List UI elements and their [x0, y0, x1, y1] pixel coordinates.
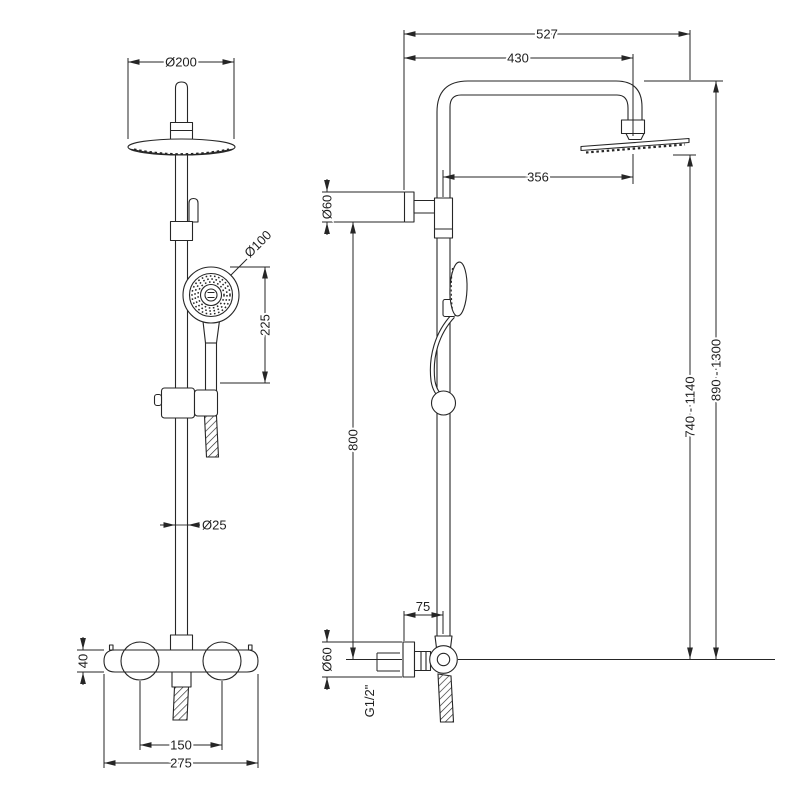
bracket-diameter-label: Ø60	[320, 195, 335, 220]
valve-body-front	[103, 649, 259, 673]
dimension-flange-diameter: Ø60	[318, 629, 402, 690]
inlet-centres-label: 150	[170, 738, 192, 753]
overall-height-range-label: 890 - 1300	[709, 339, 724, 401]
slider-knob-side	[430, 390, 457, 416]
handset-profile	[449, 261, 468, 317]
hose-outlet-side	[437, 673, 455, 723]
side-view: 527 430 356 Ø60 800 740 - 1140	[318, 25, 775, 723]
wall-bracket-side	[403, 191, 454, 239]
dimension-connection-thread: G1/2"	[360, 652, 400, 719]
rail-length-label: 800	[346, 429, 361, 451]
valve-body-height-label: 40	[76, 654, 91, 668]
dimension-rail-diameter: Ø25	[160, 516, 229, 535]
dimension-valve-body-height: 40	[74, 637, 104, 685]
clamp-screw	[153, 393, 163, 407]
handset-height-label: 225	[258, 314, 273, 336]
dimension-bracket-diameter: Ø60	[318, 179, 404, 235]
diverter-knob-front	[188, 197, 199, 223]
dimension-valve-width: 275	[103, 674, 259, 773]
rain-shower-head-front	[127, 81, 236, 156]
thread-nipple	[413, 650, 432, 672]
dimension-overall-reach: 527	[403, 25, 691, 190]
dimension-wall-to-rail: 75	[403, 597, 444, 641]
rail-union-nut	[169, 634, 194, 651]
rail-diameter-label: Ø25	[202, 518, 227, 533]
arm-reach-label: 430	[507, 51, 529, 66]
mixer-valve-front	[103, 634, 259, 721]
head-centre-offset-label: 356	[527, 170, 549, 185]
dimension-handset-height: 225	[220, 266, 275, 384]
hand-shower-front	[182, 266, 240, 392]
mixer-valve-side	[346, 635, 775, 723]
dimension-head-centre-offset: 356	[442, 168, 633, 197]
valve-control-right	[202, 641, 242, 681]
hand-shower-handle-front	[201, 316, 221, 392]
front-view: Ø200 Ø100 225 Ø25 40 150	[74, 53, 277, 773]
valve-outlet	[171, 671, 192, 688]
head-diameter-label: Ø200	[165, 55, 197, 70]
dimension-rail-length: 800	[339, 221, 404, 659]
rain-shower-head-side	[580, 137, 690, 154]
overall-reach-label: 527	[536, 27, 558, 42]
connection-thread-label: G1/2"	[362, 684, 377, 717]
hose-outlet-front	[172, 686, 190, 721]
dimension-inlet-centres: 150	[139, 681, 223, 755]
valve-control-left	[120, 641, 160, 681]
hand-shower-side	[429, 261, 468, 416]
flange-diameter-label: Ø60	[320, 647, 335, 672]
wall-to-rail-label: 75	[416, 599, 430, 614]
handset-holder	[193, 389, 219, 417]
slider-clamp-front	[153, 387, 219, 419]
dimension-head-height-range: 740 - 1140	[673, 154, 700, 659]
wall-plate-bottom	[402, 641, 416, 678]
rail-and-arm-side	[436, 80, 643, 637]
valve-control-side	[429, 645, 458, 674]
bracket-arm	[413, 199, 436, 214]
dimension-handset-diameter: Ø100	[230, 225, 276, 276]
riser-rail-side	[436, 80, 646, 637]
handset-diameter-label: Ø100	[241, 227, 274, 260]
dimension-arm-reach: 430	[404, 49, 634, 184]
rail-sleeve-side	[433, 197, 454, 239]
rail-sleeve-front	[169, 220, 194, 242]
dimension-overall-height-range: 890 - 1300	[644, 80, 726, 659]
head-height-range-label: 740 - 1140	[683, 376, 698, 437]
valve-width-label: 275	[170, 756, 192, 771]
dimension-head-diameter: Ø200	[127, 53, 235, 139]
hose-front	[203, 415, 220, 458]
wall-plate-top	[403, 191, 415, 223]
